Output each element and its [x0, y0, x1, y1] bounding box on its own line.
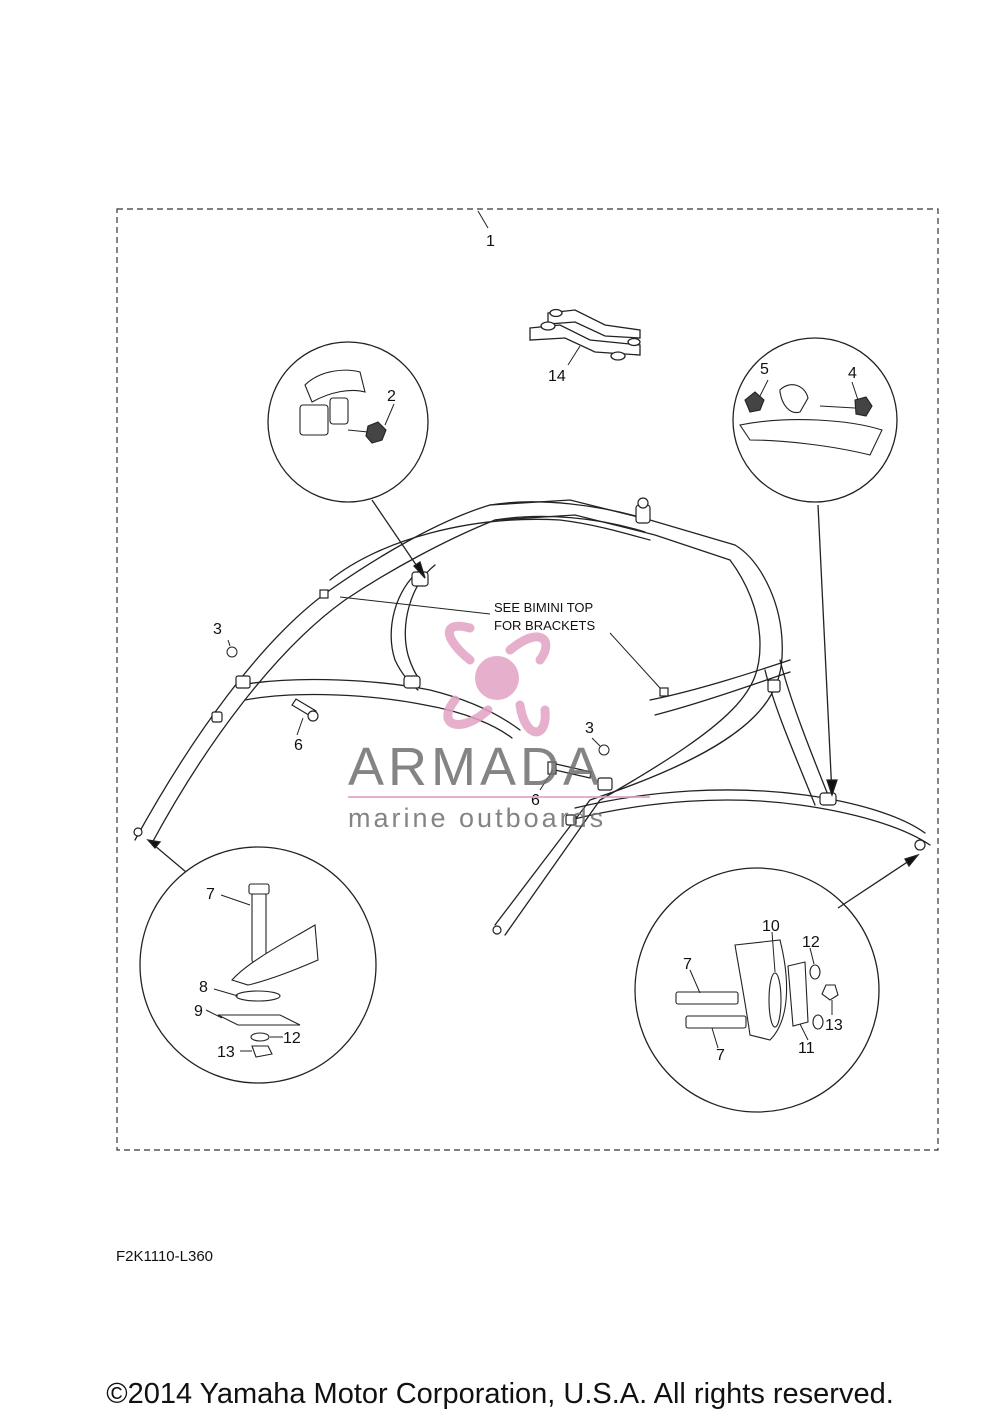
- copyright-notice: ©2014 Yamaha Motor Corporation, U.S.A. A…: [106, 1378, 894, 1410]
- bracket-14: [529, 308, 641, 361]
- callout-7-right-top: 7: [683, 956, 692, 973]
- watermark-title: ARMADA: [348, 737, 603, 797]
- callout-11: 11: [798, 1040, 815, 1057]
- callout-2: 2: [387, 388, 396, 405]
- callout-7-left: 7: [206, 886, 215, 903]
- callout-13-left: 13: [217, 1044, 235, 1061]
- frame-fittings: [133, 497, 926, 935]
- callout-7-right-bottom: 7: [716, 1047, 725, 1064]
- bolt-6-group: [291, 698, 592, 779]
- callout-12-right: 12: [802, 934, 820, 951]
- callout-8: 8: [199, 979, 208, 996]
- callout-3-left: 3: [213, 621, 222, 638]
- callout-9: 9: [194, 1003, 203, 1020]
- left-mount-detail: [217, 883, 319, 1058]
- callout-10: 10: [762, 918, 780, 935]
- knob-4-5-detail: [739, 384, 883, 456]
- kit-boundary: [116, 208, 939, 1151]
- callouts: 1 14 2 5 4 3 6 3 6 7 8 9 12 13 10 12 7 1…: [194, 233, 857, 1064]
- leader-1: [477, 210, 489, 229]
- washer-3-right: [598, 744, 610, 756]
- watermark-subtitle: marine outboards: [348, 803, 606, 833]
- callout-14: 14: [548, 368, 566, 385]
- diagram-code: F2K1110-L360: [116, 1248, 214, 1265]
- leader-14: [567, 345, 581, 366]
- callout-13-right: 13: [825, 1017, 843, 1034]
- bimini-note-line2: FOR BRACKETS: [494, 618, 595, 633]
- leader-lines: [146, 379, 920, 1052]
- callout-4: 4: [848, 365, 857, 382]
- watermark: ARMADA marine outboards: [348, 621, 650, 833]
- callout-3-right: 3: [585, 720, 594, 737]
- washer-3-left: [226, 646, 238, 658]
- right-mount-detail: [675, 939, 839, 1041]
- clamp-2-detail: [299, 369, 387, 444]
- callout-5: 5: [760, 361, 769, 378]
- callout-1: 1: [486, 233, 495, 250]
- propeller-hub-icon: [475, 656, 519, 700]
- propeller-logo-icon: [443, 621, 551, 737]
- callout-12-left: 12: [283, 1030, 301, 1047]
- callout-6-left: 6: [294, 737, 303, 754]
- callout-6-right: 6: [531, 792, 540, 809]
- bimini-note-line1: SEE BIMINI TOP: [494, 600, 593, 615]
